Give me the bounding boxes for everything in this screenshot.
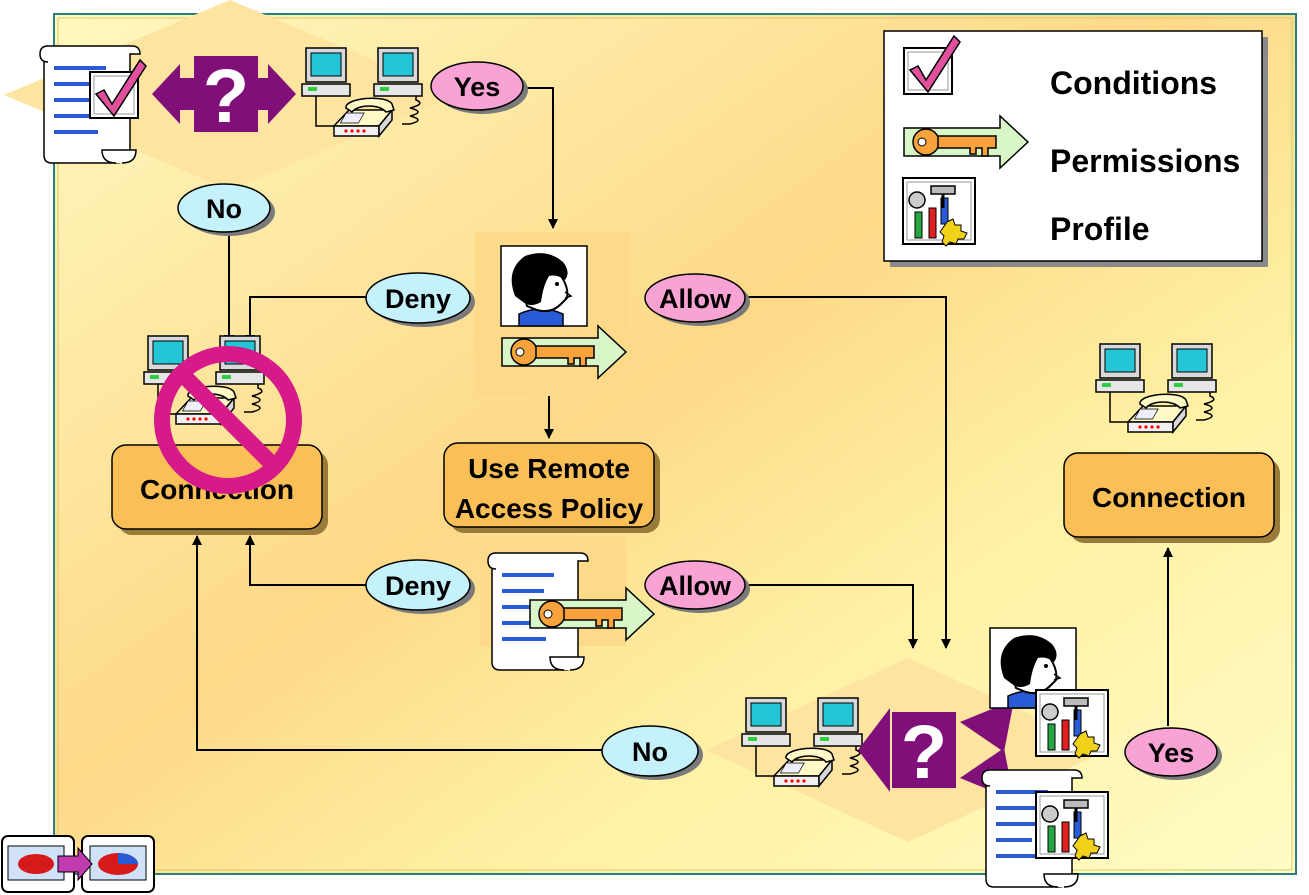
- policy-label-line2: Access Policy: [455, 493, 644, 524]
- svg-text:Allow: Allow: [659, 284, 732, 314]
- label-deny-lower: Deny: [365, 559, 475, 614]
- allowed-connection-label: Connection: [1092, 482, 1246, 513]
- label-yes-top: Yes: [430, 61, 528, 114]
- label-no-bottom: No: [601, 725, 703, 780]
- bottom-user-profile-icon: [1034, 688, 1110, 760]
- bottom-policy-profile-icon: [1034, 790, 1110, 862]
- allowed-connection-box: [1063, 452, 1275, 538]
- legend-profile-label: Profile: [1050, 211, 1150, 247]
- legend-profile-icon: [901, 176, 977, 248]
- svg-text:Deny: Deny: [385, 571, 451, 601]
- legend: Conditions Permissions Profile: [883, 30, 1268, 267]
- label-deny-upper: Deny: [365, 272, 475, 327]
- label-allow-upper: Allow: [644, 273, 750, 326]
- slide-inner-border: [57, 17, 1293, 871]
- svg-text:No: No: [206, 194, 242, 224]
- prohibited-icon: [154, 346, 302, 494]
- allow-lower-line: [747, 584, 918, 649]
- label-yes-bottom: Yes: [1124, 727, 1222, 780]
- user-face-icon: [500, 245, 588, 327]
- deny-upper-line: [245, 296, 366, 345]
- label-allow-lower: Allow: [644, 560, 750, 613]
- yes-to-user-permission-line: [527, 87, 558, 229]
- allow-upper-line: [747, 296, 951, 649]
- svg-text:Deny: Deny: [385, 284, 451, 314]
- svg-text:No: No: [632, 737, 668, 767]
- legend-permissions-label: Permissions: [1050, 143, 1240, 179]
- top-question-icon: [152, 54, 296, 139]
- use-remote-access-policy-box: [443, 442, 655, 528]
- slide-nav-icon[interactable]: [1, 835, 155, 893]
- svg-text:Allow: Allow: [659, 571, 732, 601]
- svg-text:Yes: Yes: [454, 72, 501, 102]
- svg-text:Yes: Yes: [1148, 738, 1195, 768]
- legend-conditions-label: Conditions: [1050, 65, 1217, 101]
- deny-lower-line: [245, 535, 366, 586]
- policy-label-line1: Use Remote: [468, 453, 630, 484]
- label-no-top: No: [177, 183, 275, 236]
- no-bottom-line: [192, 535, 604, 751]
